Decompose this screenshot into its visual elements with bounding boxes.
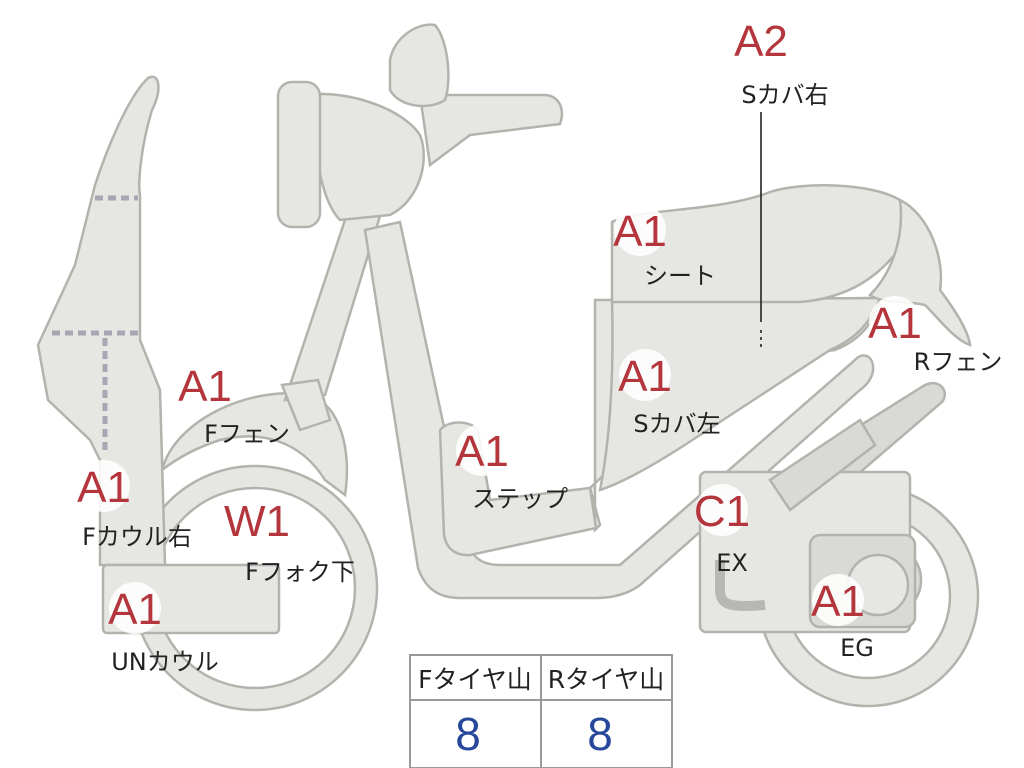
grade-code: C1 xyxy=(694,487,750,536)
marker-a1-front-fender: A1 Fフェン xyxy=(178,359,290,448)
grade-code: W1 xyxy=(224,497,290,546)
tire-tread-table: Fタイヤ山 Rタイヤ山 8 8 xyxy=(409,654,673,768)
part-label: Sカバ右 xyxy=(741,81,828,109)
part-label: ステップ xyxy=(472,485,568,513)
marker-a1-scover-left: A1 Sカバ左 xyxy=(618,349,721,438)
headlight xyxy=(276,80,322,229)
headlight-housing xyxy=(308,92,425,222)
exhaust-pipe xyxy=(715,560,766,612)
grade-code: A1 xyxy=(618,352,672,401)
handlebar xyxy=(418,93,564,168)
grade-code: A1 xyxy=(77,463,131,512)
marker-a1-under-cowl: A1 UNカウル xyxy=(108,582,219,676)
rear-tire-header: Rタイヤ山 xyxy=(548,665,665,694)
part-label: シート xyxy=(644,262,716,290)
part-label: UNカウル xyxy=(111,648,219,676)
marker-a1-front-cowl-right: A1 Fカウル右 xyxy=(77,460,192,551)
grade-code: A1 xyxy=(455,427,509,476)
side-cover-mid xyxy=(598,296,882,492)
marker-a1-rear-fender: A1 Rフェン xyxy=(868,296,1002,376)
fork-lower xyxy=(280,378,332,432)
grade-code: A1 xyxy=(868,299,922,348)
grade-code: A1 xyxy=(613,207,667,256)
part-label: Fフォク下 xyxy=(245,558,355,586)
marker-a2-scover-right: A2 Sカバ右 xyxy=(734,14,829,109)
marker-w1-front-fork-lower: W1 Fフォク下 xyxy=(224,492,355,586)
grade-code: A1 xyxy=(108,585,162,634)
exhaust-link xyxy=(768,418,877,512)
part-label: EX xyxy=(716,549,748,577)
grade-code: A1 xyxy=(178,362,232,411)
frame xyxy=(363,220,875,600)
rear-tire-value: 8 xyxy=(587,708,613,760)
part-label: EG xyxy=(840,634,874,662)
part-label: Fフェン xyxy=(204,420,290,448)
marker-a1-step: A1 ステップ xyxy=(455,424,568,513)
part-label: Sカバ左 xyxy=(633,410,720,438)
front-cowl xyxy=(36,75,167,567)
front-tire-header: Fタイヤ山 xyxy=(418,665,532,694)
part-label: Rフェン xyxy=(914,348,1003,376)
marker-a1-seat: A1 シート xyxy=(613,204,716,290)
part-label: Fカウル右 xyxy=(82,523,192,551)
grade-code: A1 xyxy=(811,577,865,626)
grade-code: A2 xyxy=(734,17,788,66)
marker-c1-exhaust: C1 EX xyxy=(694,484,750,577)
mirror xyxy=(388,23,450,108)
marker-a1-engine: A1 EG xyxy=(811,574,874,662)
front-tire-value: 8 xyxy=(455,708,481,760)
rear-fender xyxy=(868,197,972,347)
